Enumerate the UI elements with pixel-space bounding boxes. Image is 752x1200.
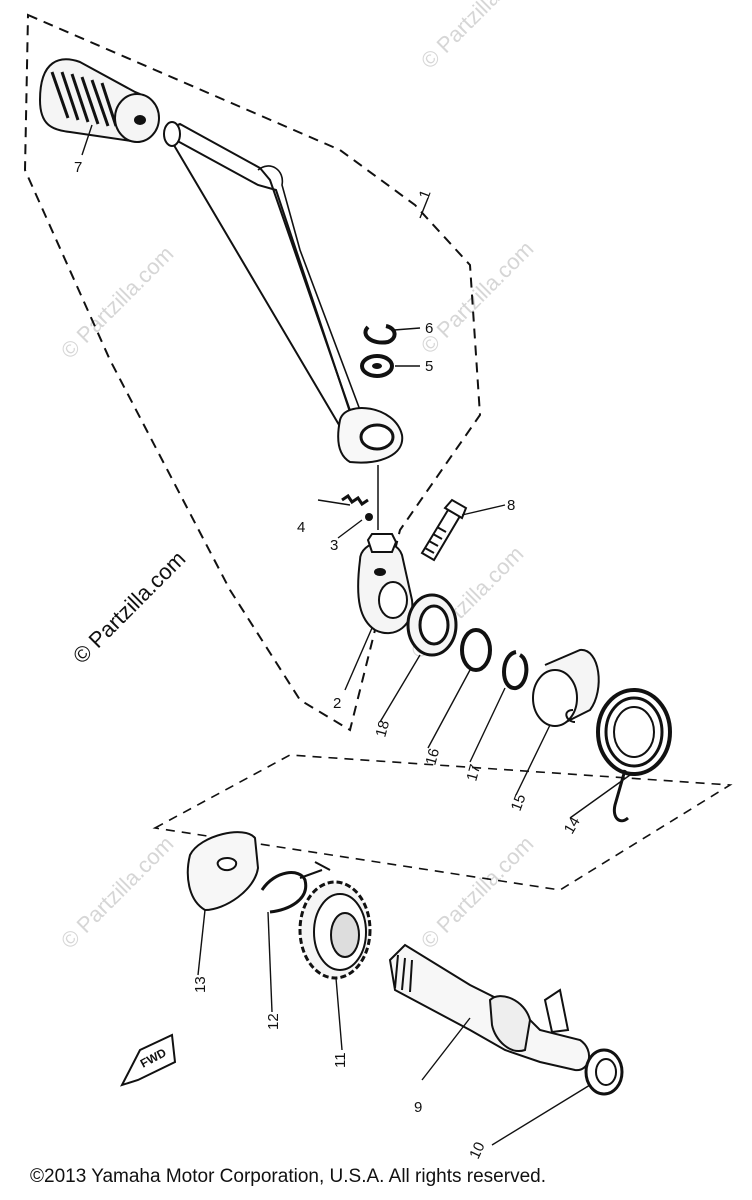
callout-3: 3 [330, 537, 338, 554]
washer-part-10 [584, 1048, 624, 1096]
callout-5: 5 [425, 358, 433, 375]
callout-15: 15 [508, 792, 530, 813]
callouts: 1 2 3 4 5 6 7 8 9 10 11 12 13 14 15 16 1… [74, 159, 584, 1162]
callout-8: 8 [507, 497, 515, 514]
callout-18: 18 [372, 719, 393, 740]
kick-grip-part-7 [38, 58, 160, 144]
bolt-part-8 [420, 498, 468, 562]
spring-guide-part-15 [532, 648, 600, 727]
callout-13: 13 [192, 976, 209, 993]
bushing-part-18 [406, 593, 458, 657]
assembly-outline-lower [152, 754, 733, 891]
callout-10: 10 [466, 1139, 488, 1161]
callout-2: 2 [333, 695, 341, 712]
callout-9: 9 [414, 1099, 422, 1116]
plate-part-13 [186, 831, 260, 912]
gear-part-11 [298, 880, 372, 980]
callout-16: 16 [422, 747, 443, 768]
watermark: © Partzilla.com [56, 241, 179, 364]
kick-shaft-part-9 [388, 943, 590, 1072]
torsion-spring-part-14 [596, 688, 672, 823]
callout-4: 4 [297, 519, 305, 536]
leader-lines [81, 124, 631, 1146]
callout-12: 12 [265, 1013, 282, 1030]
kick-boss-part-2 [357, 533, 414, 635]
circlip-part-6 [363, 324, 397, 345]
watermark: © Partzilla.com [416, 236, 539, 359]
copyright-notice: ©2013 Yamaha Motor Corporation, U.S.A. A… [30, 1166, 546, 1187]
circlip-part-17 [502, 650, 529, 690]
kick-arm [163, 121, 404, 464]
callout-7: 7 [74, 159, 82, 176]
callout-6: 6 [425, 320, 433, 337]
callout-11: 11 [332, 1052, 349, 1068]
ball-part-3 [365, 513, 373, 521]
watermark: © Partzilla.com [416, 831, 539, 954]
watermark-dark: © Partzilla.com [68, 546, 191, 669]
fwd-arrow-icon: FWD [120, 1033, 177, 1087]
callout-1: 1 [416, 188, 435, 202]
clip-part-12 [260, 861, 331, 914]
watermark: © Partzilla.com [416, 0, 539, 74]
washer-part-5 [360, 354, 394, 378]
callout-14: 14 [561, 814, 584, 837]
spring-part-4 [341, 493, 369, 507]
washer-part-16 [460, 628, 492, 672]
watermark: © Partzilla.com [56, 831, 179, 954]
watermarks: © Partzilla.com © Partzilla.com © Partzi… [56, 0, 539, 954]
callout-17: 17 [463, 763, 484, 784]
